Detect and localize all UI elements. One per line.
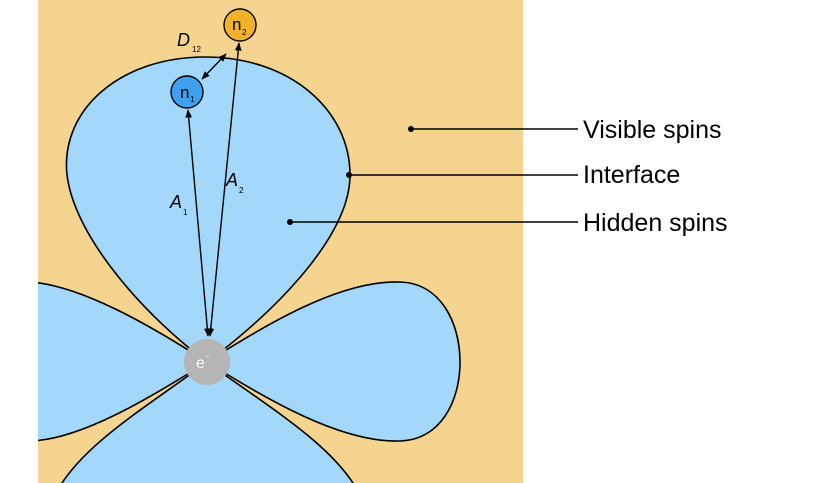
coupling-a1-arrow	[185, 109, 211, 337]
svg-text:A: A	[169, 192, 182, 212]
lobe-right	[205, 281, 461, 442]
coupling-a1-label: A 1	[169, 192, 188, 217]
svg-text:1: 1	[190, 95, 195, 104]
svg-text:e: e	[196, 355, 205, 372]
svg-text:n: n	[180, 83, 189, 102]
lobe-left	[38, 282, 209, 442]
svg-text:n: n	[232, 15, 241, 34]
coupling-d12-arrow	[201, 53, 227, 80]
svg-text:2: 2	[242, 28, 247, 37]
coupling-a2-arrow	[207, 42, 242, 337]
lobe-bottom	[61, 361, 354, 483]
nucleus-1: n 1	[170, 75, 204, 109]
svg-text:D: D	[177, 30, 190, 50]
coupling-d12-label: D 12	[177, 30, 201, 54]
nucleus-2: n 2	[223, 8, 257, 42]
svg-text:A: A	[225, 170, 238, 190]
visible-spins-label: Visible spins	[583, 116, 722, 144]
interface-label: Interface	[583, 161, 680, 189]
coupling-a2-label: A 2	[225, 170, 244, 195]
svg-text:1: 1	[183, 208, 188, 217]
svg-text:-: -	[206, 351, 209, 362]
svg-text:2: 2	[239, 186, 244, 195]
hidden-spins-label: Hidden spins	[583, 209, 728, 237]
svg-text:12: 12	[192, 45, 201, 54]
electron: e -	[184, 339, 230, 385]
